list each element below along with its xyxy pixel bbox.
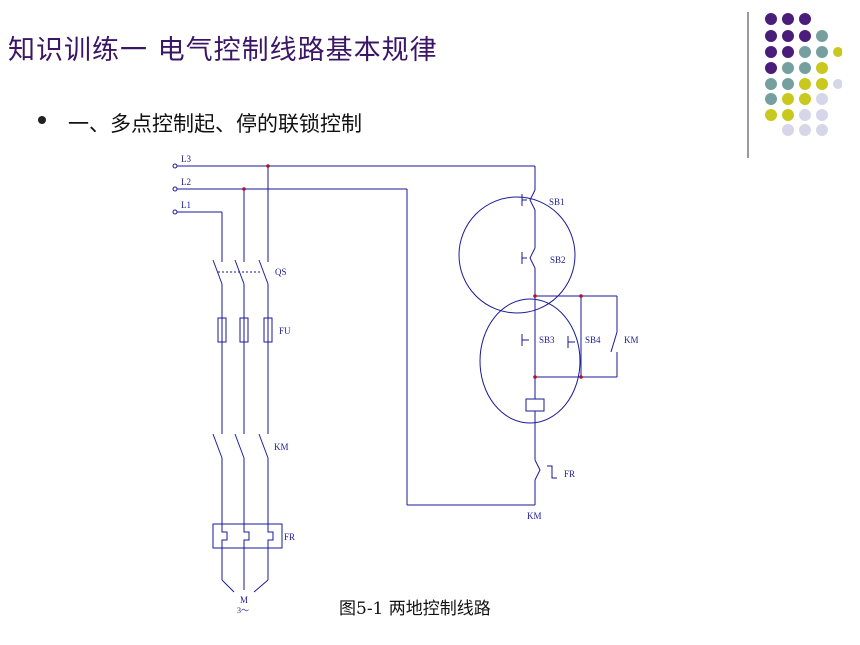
fr-main-label: FR xyxy=(284,532,295,542)
km-coil-label: KM xyxy=(527,511,542,521)
supply-line-l3 xyxy=(172,163,535,169)
fr-thermal-relay xyxy=(212,523,283,549)
sb4-label: SB4 xyxy=(585,335,601,345)
sb1-label: SB1 xyxy=(549,197,565,207)
junction-node xyxy=(579,294,583,298)
l1-label: L1 xyxy=(181,200,191,210)
qs-label: QS xyxy=(275,267,287,277)
l2-label: L2 xyxy=(181,177,191,187)
sb3-start-button xyxy=(521,330,536,350)
page-title: 知识训练一 电气控制线路基本规律 xyxy=(8,35,438,66)
junction-node xyxy=(533,294,537,298)
fr-nc-contact xyxy=(534,459,557,481)
sb4-start-button xyxy=(567,332,582,352)
supply-line-l2 xyxy=(172,186,407,192)
fu-label: FU xyxy=(279,326,291,336)
fu-fuses xyxy=(217,317,273,343)
start-buttons-highlight xyxy=(479,298,581,424)
decorative-divider xyxy=(747,12,749,158)
km-aux-label: KM xyxy=(624,335,639,345)
figure-caption: 图5-1 两地控制线路 xyxy=(339,599,491,619)
motor-label: M xyxy=(240,595,248,605)
junction-node xyxy=(533,375,537,379)
junction-node xyxy=(266,164,270,168)
fr-ctrl-label: FR xyxy=(564,469,575,479)
sb2-label: SB2 xyxy=(550,255,566,265)
bullet-icon xyxy=(38,116,46,124)
sb1-stop-button xyxy=(521,189,536,211)
qs-switch xyxy=(212,259,269,285)
l3-label: L3 xyxy=(181,154,191,164)
km-aux-contact xyxy=(610,331,618,353)
stop-buttons-highlight xyxy=(458,196,576,314)
km-main-contacts xyxy=(212,433,269,459)
sb2-stop-button xyxy=(521,247,536,269)
km-coil xyxy=(525,398,545,412)
km-main-label: KM xyxy=(274,442,289,452)
supply-line-l1 xyxy=(172,209,222,215)
section-heading: 一、多点控制起、停的联锁控制 xyxy=(68,112,362,136)
decorative-dot-grid xyxy=(765,13,842,136)
junction-node xyxy=(242,187,246,191)
sb3-label: SB3 xyxy=(539,335,555,345)
motor-phase-label: 3～ xyxy=(237,606,249,615)
junction-node xyxy=(579,375,583,379)
